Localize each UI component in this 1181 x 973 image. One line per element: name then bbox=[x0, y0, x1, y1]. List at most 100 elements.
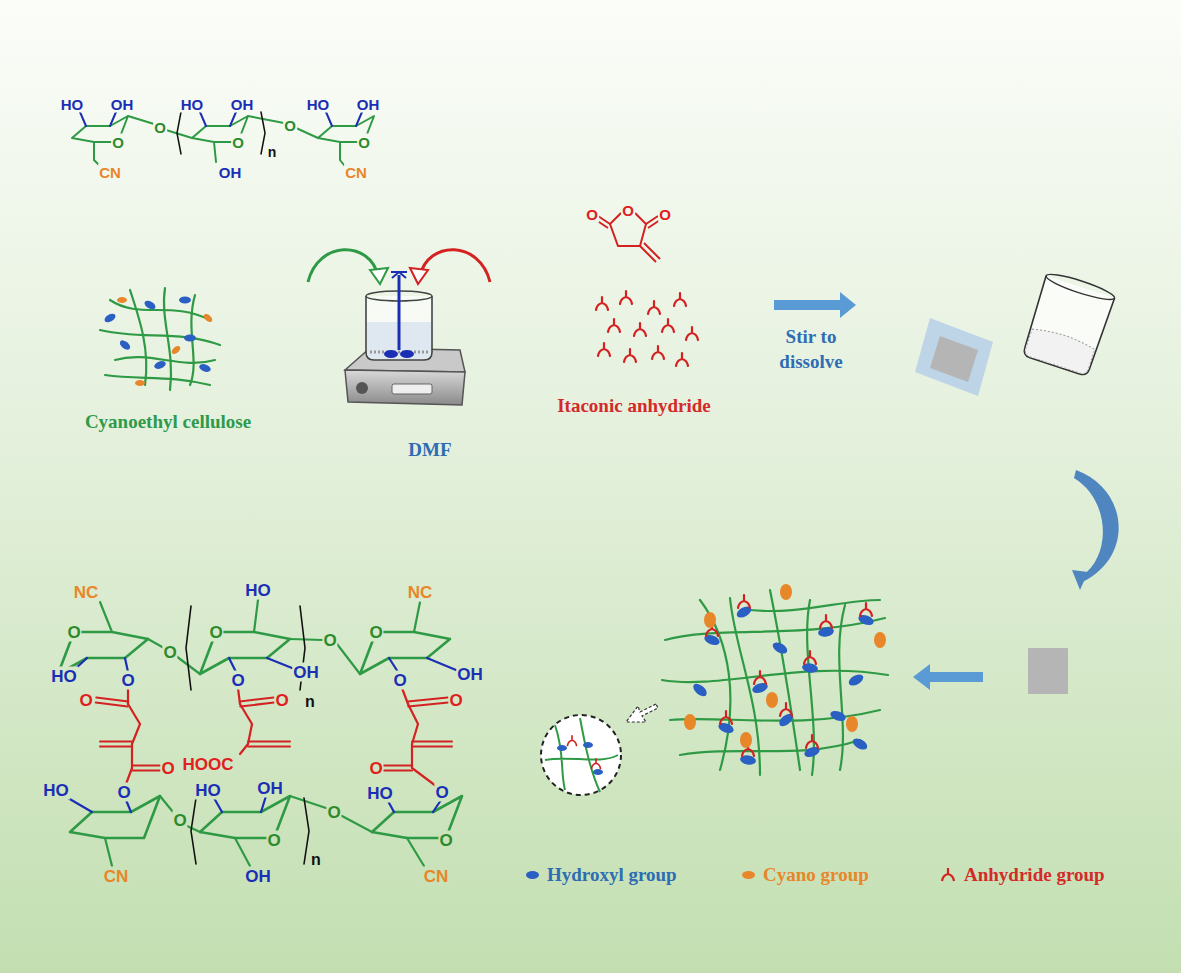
chemical-bonds-part bbox=[80, 112, 86, 126]
cellulose-tangle-part bbox=[164, 288, 171, 390]
cellulose-groups-part bbox=[117, 297, 127, 303]
chemical-bonds-part bbox=[214, 798, 222, 812]
cellulose-groups-part bbox=[103, 312, 117, 324]
network-groups-part bbox=[806, 735, 818, 748]
zoom-inset-part bbox=[592, 759, 601, 769]
process-arrows-part bbox=[913, 664, 983, 690]
atom-label: O bbox=[621, 202, 635, 219]
atom-label: O bbox=[368, 623, 383, 642]
magnetic-stirrer-part bbox=[345, 370, 465, 405]
network-groups-part bbox=[738, 595, 750, 608]
chemical-bonds-part bbox=[132, 770, 160, 772]
beaker-powder bbox=[1020, 270, 1116, 377]
zoom-inset bbox=[541, 704, 658, 795]
magnetic-stirrer-part bbox=[370, 351, 428, 354]
network-chains-part bbox=[665, 618, 885, 640]
atom-label: O bbox=[160, 759, 175, 778]
anhydride-particles-part bbox=[652, 346, 664, 359]
atom-label: CN bbox=[344, 164, 368, 181]
anhydride-particles-part bbox=[624, 349, 636, 362]
atom-label: NC bbox=[407, 583, 434, 602]
atom-label: O bbox=[111, 134, 125, 151]
chemical-bonds-part bbox=[110, 112, 116, 126]
atom-label: OH bbox=[292, 663, 320, 682]
atom-label: n bbox=[304, 693, 316, 711]
network-chains bbox=[662, 590, 888, 775]
legend-text: Hydroxyl group bbox=[547, 864, 677, 886]
atom-label: O bbox=[368, 759, 383, 778]
zoom-inset-part bbox=[583, 742, 593, 748]
anhydride-particles-part bbox=[662, 319, 674, 332]
zoom-inset-part bbox=[626, 704, 658, 722]
magnetic-stirrer-part bbox=[392, 384, 432, 394]
itaconic-anhydride-structure bbox=[596, 213, 660, 262]
chemical-bonds-part bbox=[340, 142, 344, 165]
chemical-bonds-part bbox=[412, 746, 452, 748]
atom-label: O bbox=[392, 671, 407, 690]
atom-label: HOOC bbox=[182, 755, 235, 774]
cellulose-groups-part bbox=[153, 360, 167, 371]
network-groups-part bbox=[860, 603, 872, 616]
atom-label: O bbox=[162, 643, 177, 662]
chemical-bonds-part bbox=[132, 765, 160, 767]
atom-label: OH bbox=[230, 96, 255, 113]
network-groups-part bbox=[804, 651, 816, 664]
magnetic-stirrer-part bbox=[398, 275, 401, 350]
chemical-bonds-part bbox=[230, 112, 236, 126]
magnetic-stirrer-part bbox=[308, 250, 378, 282]
chemical-bonds-part bbox=[407, 838, 424, 866]
atom-label: O bbox=[283, 117, 297, 134]
anhydride-particles-part bbox=[686, 327, 698, 340]
atom-label: O bbox=[172, 811, 187, 830]
atom-label: HO bbox=[244, 581, 272, 600]
atom-label: O bbox=[585, 206, 599, 223]
chemical-bonds-part bbox=[128, 116, 154, 124]
chemical-bonds-part bbox=[412, 741, 452, 743]
network-groups-part bbox=[851, 736, 869, 752]
network-groups-part bbox=[780, 584, 792, 600]
legend-item: Cyano group bbox=[742, 864, 869, 886]
cellulose-tangle-part bbox=[100, 330, 220, 345]
chemical-bonds-part bbox=[240, 702, 274, 706]
chemical-bonds-part bbox=[187, 826, 200, 832]
zoom-inset-part bbox=[545, 718, 618, 792]
chemical-bonds-part bbox=[160, 796, 173, 812]
legend-item: Hydroxyl group bbox=[526, 864, 677, 886]
chemical-bonds-part bbox=[427, 658, 456, 670]
atom-label: OH bbox=[456, 665, 484, 684]
network-groups-part bbox=[780, 703, 792, 716]
itaconic-anhydride-structure-part bbox=[640, 243, 660, 262]
chemical-bonds-part bbox=[267, 658, 292, 668]
anhydride-particles-part bbox=[608, 319, 620, 332]
legend-text: Anhydride group bbox=[964, 864, 1105, 886]
atom-label: OH bbox=[218, 164, 243, 181]
cellulose-groups-part bbox=[184, 335, 196, 342]
chemical-bonds-part bbox=[166, 130, 192, 138]
atom-label: O bbox=[438, 831, 453, 850]
cellulose-groups-part bbox=[170, 344, 182, 355]
cast-film bbox=[915, 318, 1068, 694]
atom-label: HO bbox=[180, 96, 205, 113]
legend-swatch bbox=[526, 871, 539, 879]
magnetic-stirrer-part bbox=[420, 250, 490, 282]
chemical-bonds-part bbox=[240, 704, 252, 744]
chemical-bonds-part bbox=[68, 798, 92, 812]
chemical-bonds-part bbox=[100, 741, 132, 743]
caption-label: Cyanoethyl cellulose bbox=[85, 412, 251, 431]
network-groups-part bbox=[874, 632, 886, 648]
chemical-bonds-part bbox=[94, 142, 100, 166]
anhydride-particles bbox=[596, 291, 698, 366]
chemical-bonds-part bbox=[342, 816, 372, 832]
network-groups-part bbox=[847, 672, 865, 688]
atom-label: OH bbox=[356, 96, 381, 113]
atom-label: O bbox=[357, 134, 371, 151]
magnetic-stirrer-part bbox=[391, 272, 407, 278]
beaker-powder-part-part bbox=[1024, 325, 1096, 375]
chemical-bonds-part bbox=[200, 112, 206, 126]
magnetic-stirrer-part bbox=[384, 350, 398, 358]
beaker-powder-part bbox=[1020, 270, 1116, 377]
zoom-inset-part bbox=[568, 736, 577, 746]
network-groups-part bbox=[684, 714, 696, 730]
chemical-bonds-part bbox=[96, 698, 128, 702]
chemical-bonds-part bbox=[248, 741, 290, 743]
